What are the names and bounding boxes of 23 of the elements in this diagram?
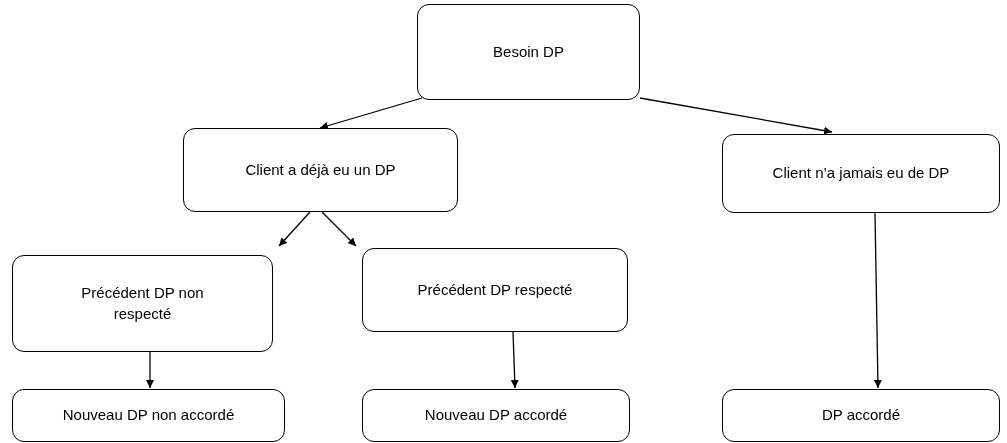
arrow: [146, 351, 154, 389]
box-label: Besoin DP: [493, 41, 564, 62]
arrow: [319, 97, 423, 130]
arrow: [321, 211, 357, 247]
box-label: Nouveau DP non accordé: [62, 405, 235, 426]
box-label: Précédent DP non respecté: [80, 283, 205, 324]
arrow: [278, 211, 311, 247]
process-box: [183, 128, 458, 212]
arrow: [873, 212, 882, 389]
arrow: [510, 331, 519, 389]
process-box: [417, 4, 640, 100]
process-box: [722, 389, 1000, 442]
box-label: DP accordé: [821, 405, 901, 426]
process-box: [362, 389, 630, 442]
box-label: Nouveau DP accordé: [424, 405, 568, 426]
box-label: Client a déjà eu un DP: [245, 159, 396, 180]
arrow: [639, 97, 833, 135]
process-box: [12, 255, 273, 352]
process-box: [362, 248, 628, 332]
process-box: [722, 134, 1000, 213]
box-label: Précédent DP respecté: [417, 279, 573, 300]
process-box: [12, 389, 285, 442]
box-label: Client n’a jamais eu de DP: [772, 163, 950, 184]
